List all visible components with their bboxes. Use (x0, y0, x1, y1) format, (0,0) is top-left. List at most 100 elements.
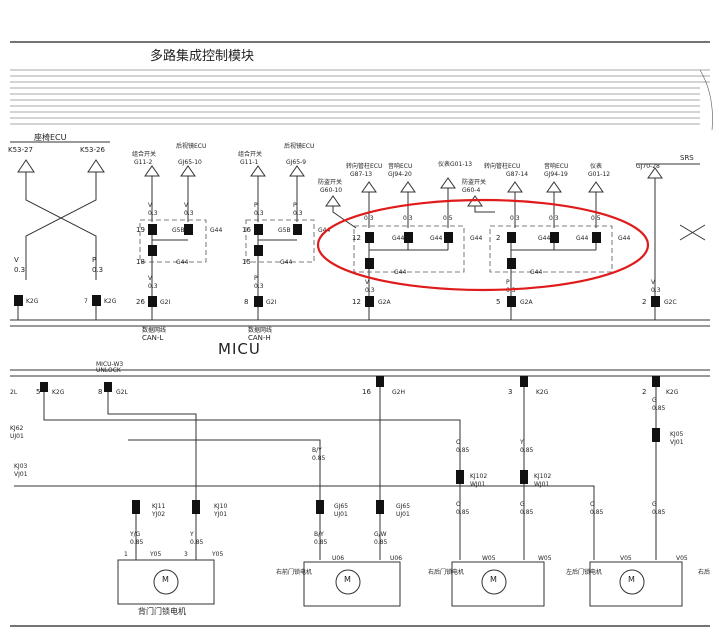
g1-label-4: GJ65-10 (178, 159, 202, 166)
svg-text:G44: G44 (618, 235, 630, 242)
svg-text:2: 2 (496, 234, 500, 242)
svg-text:KJ05: KJ05 (670, 431, 684, 438)
svg-text:V: V (365, 279, 370, 286)
svg-text:K2G: K2G (52, 389, 65, 396)
svg-text:8: 8 (244, 298, 248, 306)
svg-text:0.3: 0.3 (651, 287, 661, 294)
rear-motor-label: 背门门锁电机 (138, 606, 186, 616)
svg-text:0.3: 0.3 (403, 215, 413, 222)
svg-text:防盗开关: 防盗开关 (462, 178, 486, 186)
svg-text:M: M (344, 575, 351, 584)
svg-text:0.85: 0.85 (130, 539, 144, 546)
seat-ecu-group: 座椅ECU K53-27 K53-26 V P 0.3 0.3 K2G 7 K2… (8, 132, 117, 320)
connector-block (652, 428, 660, 442)
lower-section: MICU-W3 UNLOCK 2L 5 K2G 8 G2L 16 G2H 3 K… (10, 361, 710, 616)
svg-text:音响ECU: 音响ECU (388, 162, 412, 170)
svg-text:G44: G44 (538, 235, 550, 242)
svg-text:5: 5 (496, 298, 500, 306)
svg-text:G44: G44 (392, 235, 404, 242)
connector-block (254, 296, 263, 307)
svg-text:0.3: 0.3 (364, 215, 374, 222)
svg-text:后视镜ECU: 后视镜ECU (284, 142, 314, 150)
connector-block (520, 470, 528, 484)
svg-text:O: O (456, 501, 461, 508)
svg-text:G2L: G2L (116, 389, 128, 396)
connector-block (316, 500, 324, 514)
svg-text:2: 2 (642, 298, 646, 306)
svg-text:G60-4: G60-4 (462, 187, 480, 194)
connector-block (92, 295, 101, 306)
g1-label-3: 后视镜ECU (176, 142, 206, 150)
svg-text:0.85: 0.85 (520, 447, 534, 454)
left-gauge-a: 0.3 (14, 266, 25, 274)
left-gauge-b: 0.3 (92, 266, 103, 274)
svg-text:G: G (520, 501, 525, 508)
svg-text:G11-1: G11-1 (240, 159, 258, 166)
svg-text:G01-13: G01-13 (450, 161, 472, 168)
group-4: 防盗开关 G60-4 转向管柱ECU G87-14 音响ECU GJ94-19 … (462, 162, 630, 320)
svg-text:Y: Y (519, 439, 524, 446)
svg-text:KJ102: KJ102 (534, 473, 551, 480)
svg-text:G44: G44 (394, 269, 406, 276)
svg-text:G/W: G/W (374, 531, 387, 538)
svg-text:G44: G44 (280, 259, 292, 266)
svg-text:G: G (652, 397, 657, 404)
svg-text:音响ECU: 音响ECU (544, 162, 568, 170)
svg-text:V: V (651, 279, 656, 286)
connector-block (132, 500, 140, 514)
connector-block (148, 245, 157, 256)
svg-text:26: 26 (136, 298, 145, 306)
svg-text:W05: W05 (538, 555, 552, 562)
svg-text:P: P (254, 275, 258, 282)
connector-block (148, 224, 157, 235)
connector-block (592, 232, 601, 243)
svg-text:KJ10: KJ10 (214, 503, 228, 510)
svg-text:V05: V05 (676, 555, 688, 562)
can-l: CAN-L (142, 334, 163, 342)
svg-text:0.3: 0.3 (510, 215, 520, 222)
seat-ecu-label: 座椅ECU (34, 132, 67, 142)
svg-text:KJ11: KJ11 (152, 503, 166, 510)
connector-block (550, 232, 559, 243)
svg-text:KJ62: KJ62 (10, 425, 24, 432)
connector-block (254, 224, 263, 235)
motor-icon (335, 569, 361, 595)
micu-label: MICU (218, 340, 261, 358)
connector-block (148, 296, 157, 307)
svg-text:U06: U06 (332, 555, 344, 562)
svg-text:K2G: K2G (536, 389, 549, 396)
svg-text:16: 16 (362, 388, 371, 396)
connector-block (404, 232, 413, 243)
svg-text:0.3: 0.3 (365, 287, 375, 294)
svg-text:0.3: 0.3 (549, 215, 559, 222)
can-l-top: 数据网线 (142, 326, 166, 334)
svg-text:0.85: 0.85 (520, 509, 534, 516)
group-can-h: 组合开关 G11-1 后视镜ECU GJ65-9 P 0.3 P 0.3 16 … (238, 142, 330, 342)
svg-text:B/Y: B/Y (312, 447, 322, 454)
svg-text:防盗开关: 防盗开关 (318, 178, 342, 186)
svg-text:5: 5 (36, 388, 40, 396)
svg-text:V05: V05 (620, 555, 632, 562)
connector-block (192, 500, 200, 514)
svg-text:GJ70-28: GJ70-28 (636, 163, 660, 170)
svg-text:0.85: 0.85 (590, 509, 604, 516)
svg-text:G44: G44 (176, 259, 188, 266)
svg-text:G60-10: G60-10 (320, 187, 342, 194)
svg-text:W05: W05 (482, 555, 496, 562)
svg-text:KJ03: KJ03 (14, 463, 28, 470)
svg-text:V: V (184, 202, 189, 209)
svg-text:12: 12 (352, 298, 361, 306)
seat-ecu-k53b: K53-27 (8, 146, 33, 154)
left-wire-p: P (92, 256, 96, 264)
svg-text:M: M (628, 575, 635, 584)
svg-text:Y/G: Y/G (129, 531, 141, 538)
svg-text:G01-12: G01-12 (588, 171, 610, 178)
connector-block (652, 376, 660, 387)
svg-text:0.85: 0.85 (652, 509, 666, 516)
svg-text:B/Y: B/Y (314, 531, 324, 538)
pin-k2g-left-b: K2G (104, 298, 117, 305)
connector-block (456, 470, 464, 484)
svg-text:右前门锁电机: 右前门锁电机 (276, 568, 312, 576)
svg-text:0.3: 0.3 (184, 210, 194, 217)
svg-text:UJ01: UJ01 (334, 511, 348, 518)
